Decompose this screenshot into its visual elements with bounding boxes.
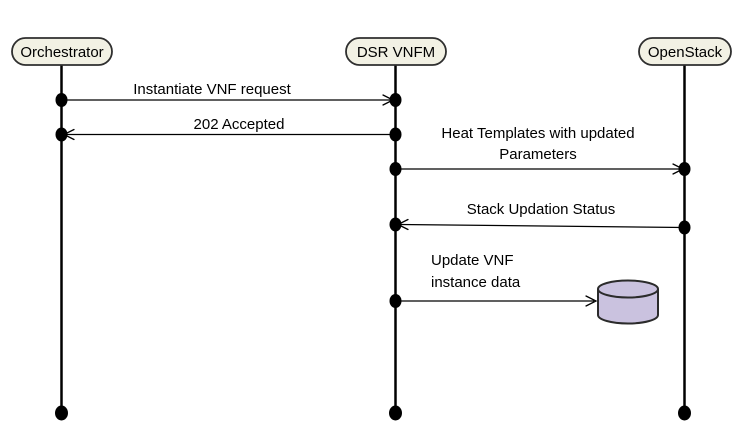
- endpoint-dot-dsr-vnfm: [389, 405, 402, 421]
- actor-dsr-vnfm: DSR VNFM: [345, 37, 447, 66]
- message-dot: [55, 93, 68, 107]
- message-202-accepted: 202 Accepted: [55, 116, 402, 142]
- message-label-line2: instance data: [431, 274, 521, 291]
- actor-label: Orchestrator: [20, 44, 103, 61]
- arrow-right-icon: [585, 295, 598, 307]
- message-label-line1: Update VNF: [431, 252, 514, 269]
- message-dot: [678, 220, 691, 235]
- database-top: [597, 279, 659, 299]
- message-dot: [389, 294, 402, 308]
- actor-label: DSR VNFM: [357, 44, 435, 61]
- message-label-line1: Heat Templates with updated: [441, 125, 634, 142]
- actor-openstack: OpenStack: [638, 37, 732, 66]
- message-dot: [678, 162, 691, 176]
- actor-label: OpenStack: [648, 44, 723, 61]
- actor-box: [11, 37, 113, 66]
- database-body: [597, 289, 659, 325]
- message-label: 202 Accepted: [194, 116, 285, 133]
- database-cylinder-icon: [597, 279, 659, 325]
- message-label-line2: Parameters: [499, 146, 577, 163]
- message-heat-templates: Heat Templates with updated Parameters: [389, 125, 691, 176]
- message-stack-updation-status: Stack Updation Status: [389, 201, 691, 235]
- endpoint-dot-openstack: [678, 405, 691, 421]
- message-instantiate-vnf-request: Instantiate VNF request: [55, 81, 402, 107]
- endpoint-dot-orchestrator: [55, 405, 68, 421]
- message-dot: [389, 217, 402, 232]
- actor-box: [638, 37, 732, 66]
- message-dot: [55, 127, 68, 142]
- actor-orchestrator: Orchestrator: [11, 37, 113, 66]
- actor-box: [345, 37, 447, 66]
- message-label: Stack Updation Status: [467, 201, 615, 218]
- message-dot: [389, 162, 402, 176]
- message-dot: [389, 93, 402, 107]
- message-line: [399, 223, 685, 229]
- message-label: Instantiate VNF request: [133, 81, 291, 98]
- message-dot: [389, 127, 402, 142]
- message-update-vnf-instance-data: Update VNF instance data: [389, 252, 598, 308]
